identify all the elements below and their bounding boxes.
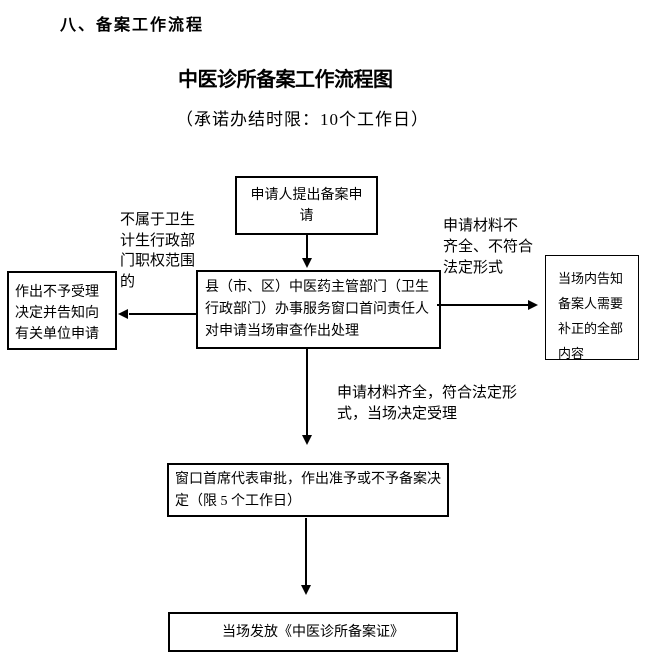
flowchart-title: 中医诊所备案工作流程图 <box>178 69 393 91</box>
label-materials-incomplete: 申请材料不 齐全、不符合 法定形式 <box>443 218 534 276</box>
connector-approve-to-issue <box>305 518 307 586</box>
node-issue-certificate: 当场发放《中医诊所备案证》 <box>168 612 458 652</box>
node-applicant-submit: 申请人提出备案申 请 <box>235 176 378 235</box>
arrowhead-down-icon <box>301 585 311 595</box>
section-heading: 八、备案工作流程 <box>60 17 205 34</box>
node-reject-decision: 作出不予受理 决定并告知向 有关单位申请 <box>7 271 117 350</box>
connector-review-to-approve <box>306 349 308 436</box>
connector-apply-to-review <box>306 235 308 259</box>
node-window-review: 县（市、区）中医药主管部门（卫生 行政部门）办事服务窗口首问责任人 对申请当场审… <box>196 270 441 349</box>
label-materials-complete: 申请材料齐全，符合法定形 式，当场决定受理 <box>337 385 518 422</box>
connector-review-to-notify <box>437 304 528 306</box>
arrowhead-right-icon <box>528 300 538 310</box>
arrowhead-down-icon <box>302 435 312 445</box>
node-chief-approval: 窗口首席代表审批，作出准予或不予备案决 定（限 5 个工作日） <box>167 463 449 517</box>
arrowhead-left-icon <box>118 309 128 319</box>
label-out-of-scope: 不属于卫生 计生行政部 门职权范围 的 <box>120 212 196 290</box>
flowchart-subtitle: （承诺办结时限：10个工作日） <box>176 110 429 129</box>
node-notify-correction: 当场内告知 备案人需要 补正的全部 内容 <box>545 255 639 361</box>
connector-review-to-reject <box>129 313 197 315</box>
arrowhead-down-icon <box>302 258 312 268</box>
